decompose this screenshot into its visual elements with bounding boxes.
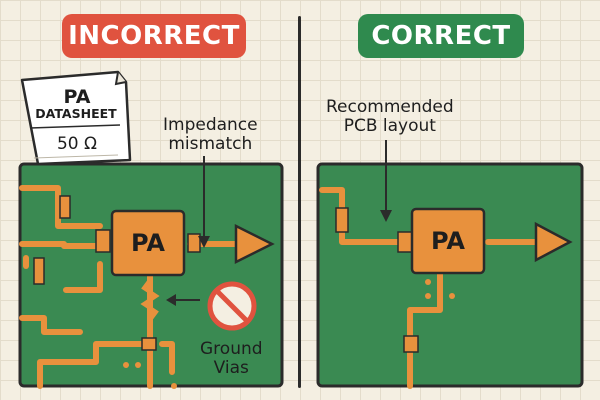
mismatch-line-2: mismatch: [168, 134, 253, 154]
component-pad-top: [59, 195, 71, 219]
via-pad-correct: [403, 335, 419, 353]
no-entry-icon: [207, 281, 257, 331]
output-arrow-incorrect: [234, 223, 275, 265]
impedance-mismatch-label: Impedance mismatch: [163, 116, 258, 154]
correct-pcb-board: [316, 162, 584, 389]
incorrect-pcb-board: [18, 162, 284, 389]
datasheet-document: [20, 70, 132, 166]
datasheet-title: PA: [63, 86, 91, 108]
recommended-line-1: Recommended: [326, 97, 454, 117]
datasheet-impedance-value: 50 Ω: [56, 134, 98, 154]
trace-ground-correct: [407, 271, 443, 343]
trace-bottom-left: [19, 315, 83, 335]
trace-bottom-branch: [37, 341, 149, 389]
trace-lower-left: [63, 261, 103, 293]
correct-banner: CORRECT: [358, 14, 524, 58]
output-arrow-correct: [534, 221, 573, 263]
pa-chip-incorrect: [110, 209, 186, 277]
via-pad: [141, 337, 157, 351]
ground-vias-correct: [425, 279, 455, 299]
pa-label-correct: PA: [431, 227, 465, 255]
component-pad-correct: [335, 207, 349, 233]
trace-mid-left: [19, 241, 103, 249]
panel-divider: [298, 16, 301, 388]
component-pad-left: [33, 257, 45, 285]
pa-label-incorrect: PA: [131, 229, 165, 257]
mismatch-line-1: Impedance: [163, 115, 258, 135]
datasheet-divider: [29, 124, 121, 129]
recommended-layout-label: Recommended PCB layout: [326, 98, 454, 136]
pa-input-pad-correct: [397, 231, 413, 253]
pointer-arrow-mismatch: [198, 156, 210, 248]
ground-line-2: Vias: [213, 358, 249, 378]
pointer-arrow-resistor: [166, 294, 200, 306]
pa-chip-correct: [410, 207, 486, 275]
ground-line-1: Ground: [200, 339, 263, 359]
trace-upper-left: [19, 185, 103, 229]
pa-input-pad: [95, 229, 111, 253]
ground-vias-incorrect: [123, 362, 177, 389]
ground-vias-label: Ground Vias: [200, 340, 263, 378]
pa-output-pad: [187, 233, 201, 253]
recommended-line-2: PCB layout: [343, 116, 436, 136]
pointer-arrow-recommended: [380, 140, 392, 222]
trace-right-branch: [159, 341, 175, 375]
resistor-symbol: [140, 278, 160, 322]
incorrect-banner: INCORRECT: [62, 14, 246, 58]
datasheet-subtitle: DATASHEET: [35, 106, 117, 121]
